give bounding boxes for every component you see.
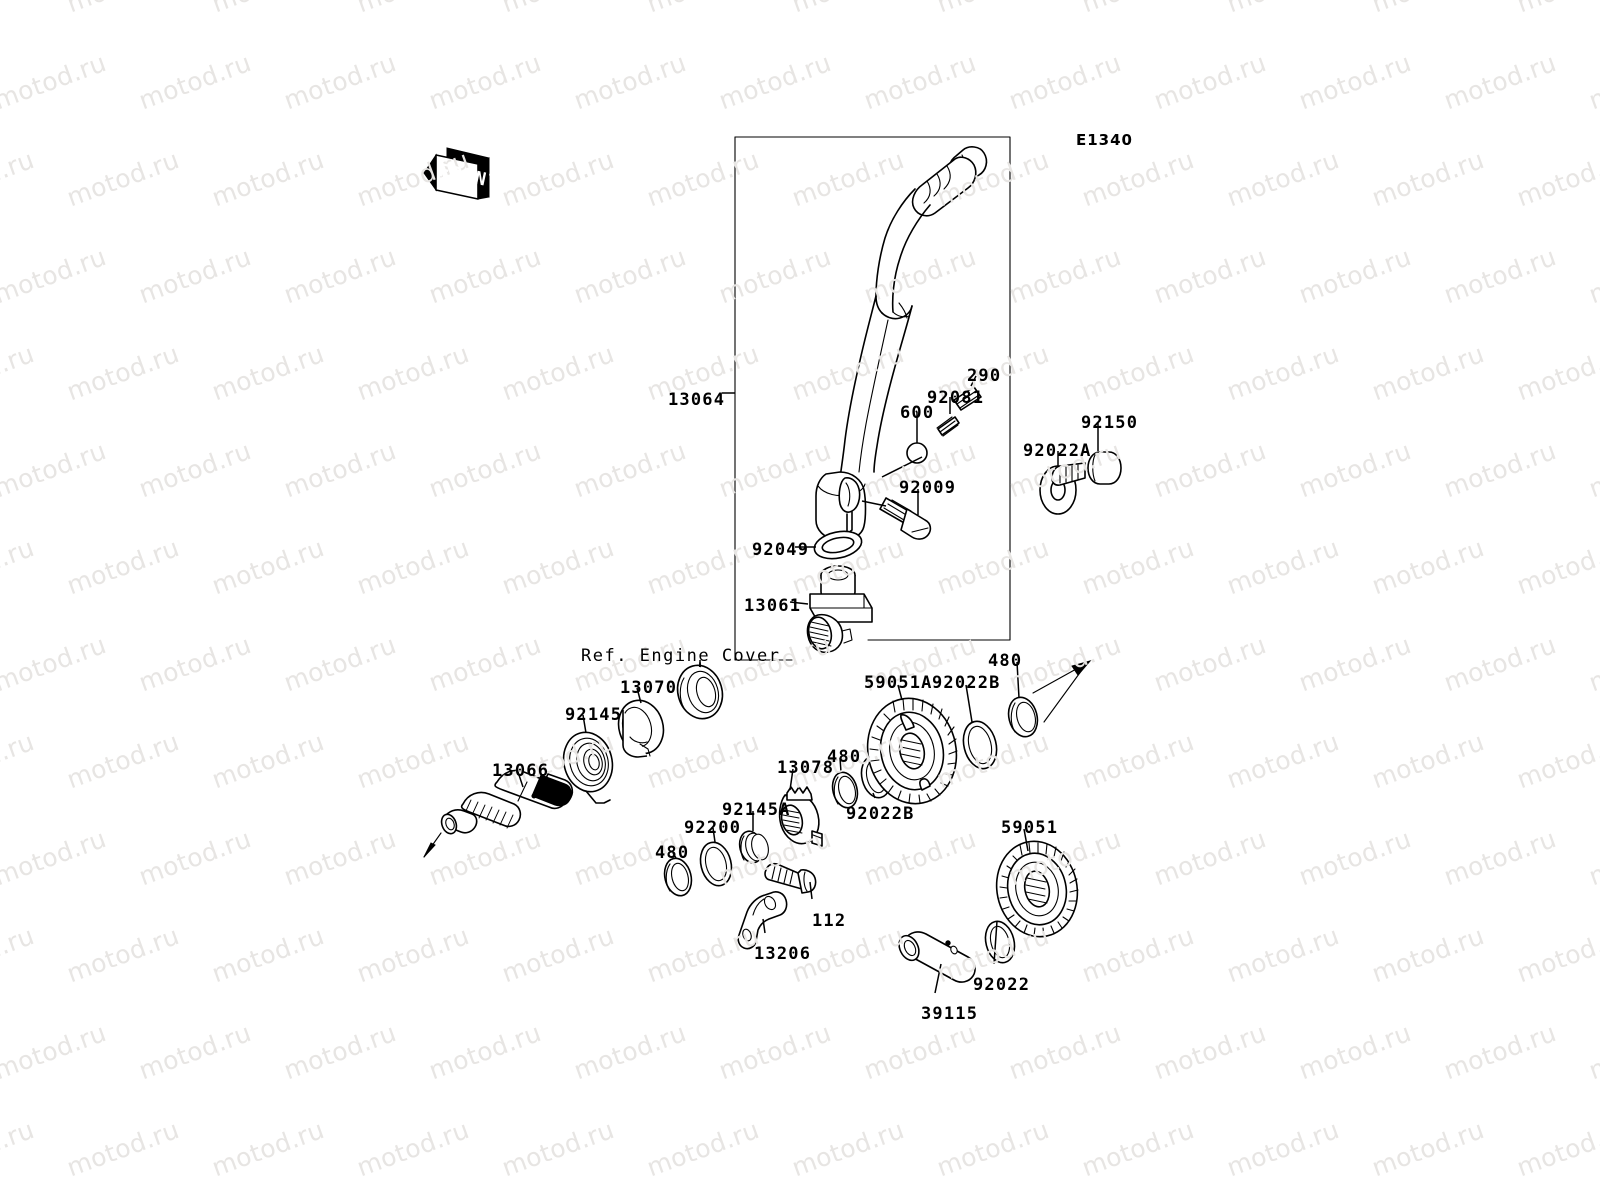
kick-lever-holder-part xyxy=(806,565,873,654)
part-number-kick-stopper-bracket: 13206 xyxy=(754,944,812,964)
front-direction-marker xyxy=(423,147,490,200)
part-number-washer-a: 92022A xyxy=(1023,441,1092,461)
part-number-nut: 290 xyxy=(967,366,1002,386)
front-marker-label: FRONT xyxy=(436,160,502,194)
part-number-circlip-ratchet: 480 xyxy=(827,747,862,767)
ratchet-spring-92145a-part xyxy=(738,830,769,864)
circlip-480-upper-right-part xyxy=(1007,696,1039,738)
part-number-return-spring: 92145 xyxy=(565,705,623,725)
part-number-bolt-112: 112 xyxy=(812,911,847,931)
assembly-boundary-box xyxy=(734,136,1011,661)
part-number-ratchet-spring: 92145A xyxy=(722,800,791,820)
spring-92081-part xyxy=(936,416,960,437)
return-spring-92145-part xyxy=(562,731,614,804)
screw-92009-part xyxy=(879,497,932,540)
guide-bushing-13070-part xyxy=(617,699,665,758)
circlip-480-ratchet-part xyxy=(831,771,859,809)
part-number-washer-b-upper: 92022B xyxy=(932,673,1001,693)
kick-shaft-13066-part xyxy=(423,769,574,858)
engine-cover-seal-part xyxy=(676,664,724,720)
part-number-steel-ball: 600 xyxy=(900,403,935,423)
part-number-circlip-left: 480 xyxy=(655,843,690,863)
figure-code: E1340 xyxy=(1076,131,1133,149)
part-number-kick-gear: 59051A xyxy=(864,673,933,693)
kick-gear-59051a-part xyxy=(866,697,958,805)
part-number-collar-39115: 39115 xyxy=(921,1004,979,1024)
part-number-kick-lever-holder: 13061 xyxy=(744,596,802,616)
washer-92022b-upper-part xyxy=(962,720,998,770)
leader-lines xyxy=(517,375,1099,994)
part-number-kick-shaft: 13066 xyxy=(492,761,550,781)
reference-engine-cover-label: Ref. Engine Cover xyxy=(581,646,781,666)
oil-seal-92049-part xyxy=(813,530,863,560)
circlip-480-left-part xyxy=(663,857,693,897)
part-number-guide-bushing: 13070 xyxy=(620,678,678,698)
kick-pedal-part xyxy=(815,146,988,542)
bolt-92150-part xyxy=(1051,451,1122,486)
collar-39115-part xyxy=(898,931,976,983)
part-number-kick-pedal-assembly: 13064 xyxy=(668,390,726,410)
part-number-ratchet-gear: 13078 xyxy=(777,758,835,778)
part-number-kick-idle-gear: 59051 xyxy=(1001,818,1059,838)
part-number-washer-92200: 92200 xyxy=(684,818,742,838)
washer-92200-part xyxy=(699,841,733,887)
part-number-oil-seal: 92049 xyxy=(752,540,810,560)
part-number-washer-92022: 92022 xyxy=(973,975,1031,995)
part-number-washer-b-lower: 92022B xyxy=(846,804,915,824)
nut-290-part xyxy=(953,386,982,411)
assembly-arrow-double xyxy=(1032,660,1092,723)
part-number-spring: 92081 xyxy=(927,388,985,408)
ratchet-gear-13078-part xyxy=(778,786,823,847)
part-number-circlip-upper-right: 480 xyxy=(988,651,1023,671)
part-number-screw: 92009 xyxy=(899,478,957,498)
part-number-bolt: 92150 xyxy=(1081,413,1139,433)
